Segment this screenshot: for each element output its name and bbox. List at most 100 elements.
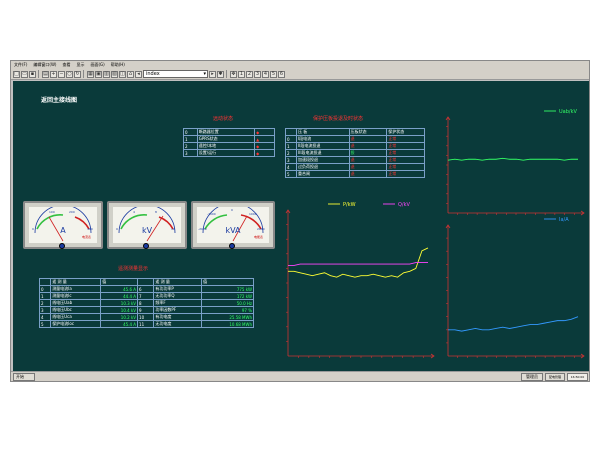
red-lamp-icon: ◆ [256,150,260,156]
knob-icon [143,243,149,249]
table-header-row: 遥 测 量 值 遥 测 量 值 [38,278,254,286]
scale-label: 1000 [249,212,257,216]
save-icon[interactable]: ▪ [29,70,36,78]
refresh-icon[interactable]: ↻ [74,70,81,78]
protect-status: 正常 [386,149,425,157]
grid-icon[interactable]: ▦ [87,70,94,78]
measure-panel-title: 遥测测量显示 [118,266,149,272]
page-1-icon[interactable]: 1 [238,70,245,78]
menu-graphics[interactable]: 画面(G) [90,62,105,67]
row-no: 3 [38,306,52,314]
page-6-icon[interactable]: 6 [278,70,285,78]
settings-icon[interactable]: ✱ [217,70,224,78]
user-label: 管理员 [526,374,538,379]
legend-label: Ia/A [559,217,569,223]
open-icon[interactable]: ▭ [21,70,28,78]
row-no: 3 [183,149,198,157]
col-header: 遥 测 量 [153,278,203,286]
copy-icon[interactable]: ◫ [119,70,126,78]
config-button[interactable]: 配电管理 [545,373,565,381]
row-no: 11 [137,320,155,328]
protect-status: 正常 [386,142,425,150]
series-line [447,157,578,161]
start-button[interactable]: 开始 [13,373,35,381]
col-header: 值 [100,278,139,286]
meter-face: -2000 -1000 0 1000 2000 kVA 电能表 [197,202,269,243]
row-name: I段电流 [295,135,350,143]
status-lamp: ▲ [254,135,275,143]
legend-label: Uab/kV [559,109,577,115]
page-4-icon[interactable]: 4 [262,70,269,78]
row-no: 4 [285,163,297,171]
search-icon[interactable]: ○ [66,70,73,78]
toolbar-separator [83,70,85,78]
red-lamp-icon: ◆ [256,143,260,149]
measure-name: 线电压Ubc [50,306,102,314]
measure-name: 保护电流Ioc [50,320,102,328]
col-header: 压 板 [295,128,350,136]
meter-face: 0 100 200 300 A 电流表 [29,204,97,243]
knob-icon [229,243,235,249]
measure-name: 有功电度 [153,313,203,321]
row-no: 2 [285,149,297,157]
window-icon[interactable]: ▣ [95,70,102,78]
y-arrow [445,116,451,121]
menu-window[interactable]: 编辑窗口(W) [33,62,57,67]
clock-label: 16:50:00 [570,375,585,379]
plate-status[interactable]: 退 [348,163,388,171]
voltmeter: 0 4 8 12 kV [107,201,187,249]
page-2-icon[interactable]: 2 [246,70,253,78]
page-title[interactable]: 返回主接线图 [41,97,78,104]
col-header: 保护状态 [386,128,425,136]
page-select[interactable]: index [143,70,208,78]
layer-icon[interactable]: ▥ [103,70,110,78]
toolbar: □ ▭ ▪ ▤ + − ○ ↻ ▦ ▣ ▥ ▧ ◫ ⌂ ◂ index ▸ ✱ … [11,69,589,80]
page-3-icon[interactable]: 3 [254,70,261,78]
zoom-in-icon[interactable]: + [50,70,57,78]
row-no: 6 [137,285,155,293]
page-5-icon[interactable]: 5 [270,70,277,78]
back-icon[interactable]: ◂ [135,70,142,78]
menu-file[interactable]: 文件(F) [14,62,28,67]
relay-panel-title: 保护压板投退及时状态 [313,116,364,122]
go-icon[interactable]: ▸ [209,70,216,78]
plate-status[interactable]: 退 [348,156,388,164]
plate-status[interactable]: 投 [348,149,388,157]
x-arrow [580,210,585,216]
plate-status[interactable]: 退 [348,135,388,143]
row-name: 断路器位置 [196,128,256,136]
y-arrow [445,224,451,229]
measure-name: 线电压Uab [50,299,102,307]
print-icon[interactable]: ▤ [42,70,49,78]
taskbar: 开始 管理员 配电管理 16:50:00 [11,371,589,381]
red-lamp-icon: ◆ [256,129,260,135]
row-name: 加速段投退 [295,156,350,164]
menu-bar: 文件(F) 编辑窗口(W) 查看 显示 画面(G) 帮助(H) [11,61,589,69]
home-icon[interactable]: ⌂ [127,70,134,78]
toolbar-separator [226,70,228,78]
row-no: 0 [183,128,198,136]
image-icon[interactable]: ▧ [111,70,118,78]
row-name: 重合闸 [295,170,350,178]
plate-status[interactable]: 退 [348,142,388,150]
scale-label: 200 [69,210,75,214]
user-button[interactable]: 管理员 [521,373,543,381]
menu-display[interactable]: 显示 [76,62,85,67]
measure-value: 50.0 Hz [201,299,254,307]
menu-view[interactable]: 查看 [62,62,71,67]
meter-brand: 电流表 [81,235,91,239]
menu-help[interactable]: 帮助(H) [110,62,125,67]
pan-icon[interactable]: ✥ [230,70,237,78]
plate-status[interactable]: 退 [348,170,388,178]
zoom-out-icon[interactable]: − [58,70,65,78]
new-icon[interactable]: □ [13,70,20,78]
row-no: 0 [38,285,52,293]
